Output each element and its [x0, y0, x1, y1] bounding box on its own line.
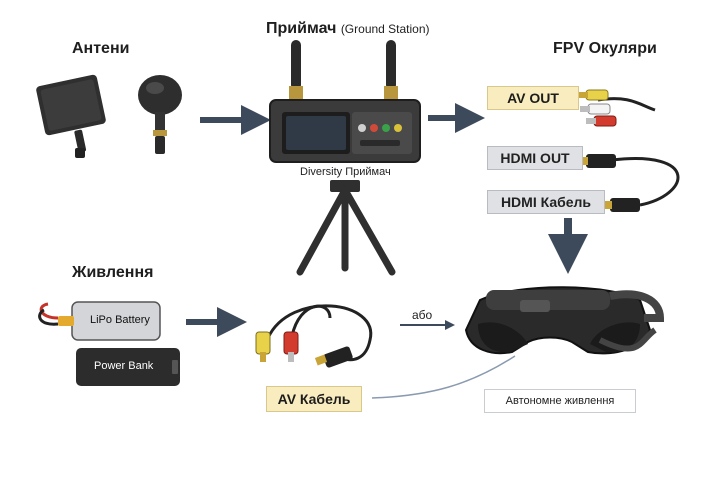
hdmi-cable-icon [578, 154, 680, 212]
av-out-label: AV OUT [487, 86, 579, 110]
receiver-header: Приймач (Ground Station) [266, 20, 430, 37]
power-bank-icon [76, 348, 180, 386]
av-cable-label: AV Кабель [266, 386, 362, 412]
mushroom-antenna-icon [138, 75, 182, 154]
power-header: Живлення [72, 264, 154, 281]
power-bank-label: Power Bank [94, 360, 154, 372]
hdmi-out-label: HDMI OUT [487, 146, 583, 170]
or-caption: або [412, 308, 433, 322]
antennas-header: Антени [72, 40, 130, 57]
av-cable-connection-line [371, 355, 516, 399]
patch-antenna-icon [36, 74, 106, 158]
receiver-device-icon [269, 40, 421, 276]
lipo-battery-icon [38, 301, 161, 341]
receiver-subheader: (Ground Station) [340, 22, 430, 36]
av-hdmi-cable-icon [255, 304, 373, 368]
av-rca-cable-icon [578, 89, 656, 127]
autonomous-power-label: Автономне живлення [484, 389, 636, 413]
lipo-battery-label: LiPo Battery [90, 314, 150, 326]
hdmi-cable-label: HDMI Кабель [487, 190, 605, 214]
goggles-header: FPV Окуляри [553, 40, 657, 57]
diversity-caption: Diversity Приймач [300, 166, 391, 178]
fpv-goggles-icon [464, 286, 665, 355]
